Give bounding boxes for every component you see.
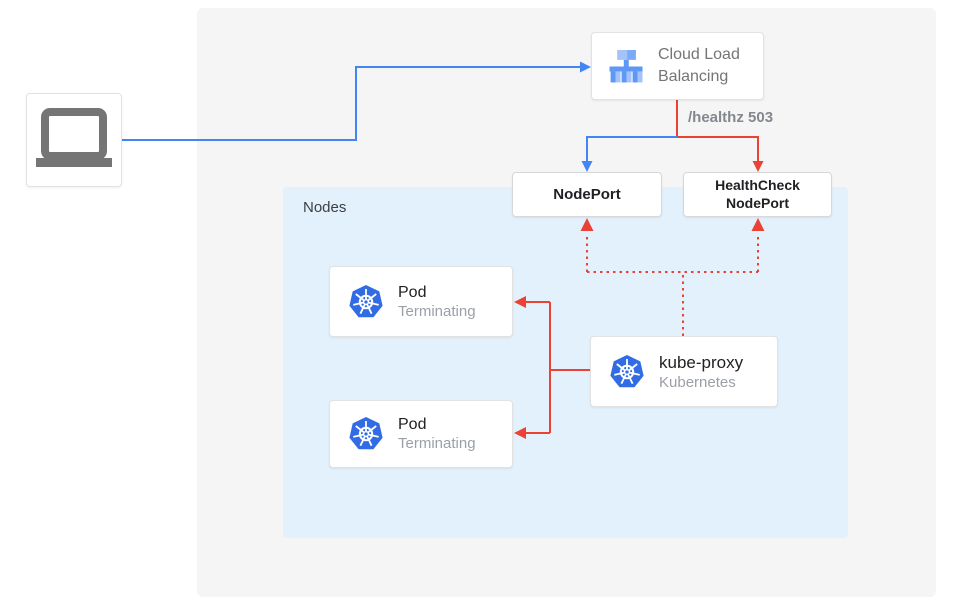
pod-node-2: Pod Terminating	[329, 400, 513, 468]
cloud-load-balancing-node: Cloud Load Balancing	[591, 32, 764, 100]
pod-status: Terminating	[398, 435, 476, 452]
client-node	[26, 93, 122, 187]
kubernetes-icon	[610, 354, 644, 387]
healthz-status-label: /healthz 503	[688, 109, 774, 126]
kubernetes-icon	[349, 417, 383, 450]
kubernetes-icon	[349, 284, 383, 317]
cloud-load-balancing-icon	[609, 49, 643, 82]
pod-title: Pod	[398, 283, 427, 301]
pod-title: Pod	[398, 416, 427, 433]
kube-proxy-subtitle: Kubernetes	[659, 373, 736, 391]
healthcheck-nodeport-label: HealthCheck NodePort	[715, 177, 800, 211]
cloud-load-balancing-label: Cloud Load Balancing	[658, 46, 740, 85]
pod-node-1: Pod Terminating	[329, 266, 513, 337]
kube-proxy-node: kube-proxy Kubernetes	[590, 336, 778, 407]
nodes-label: Nodes	[303, 199, 347, 216]
healthcheck-nodeport-node: HealthCheck NodePort	[683, 172, 832, 217]
laptop-icon	[36, 108, 112, 167]
kube-proxy-title: kube-proxy	[659, 352, 744, 372]
pod-status: Terminating	[398, 302, 476, 320]
nodeport-node: NodePort	[512, 172, 662, 217]
nodeport-label: NodePort	[553, 186, 621, 203]
